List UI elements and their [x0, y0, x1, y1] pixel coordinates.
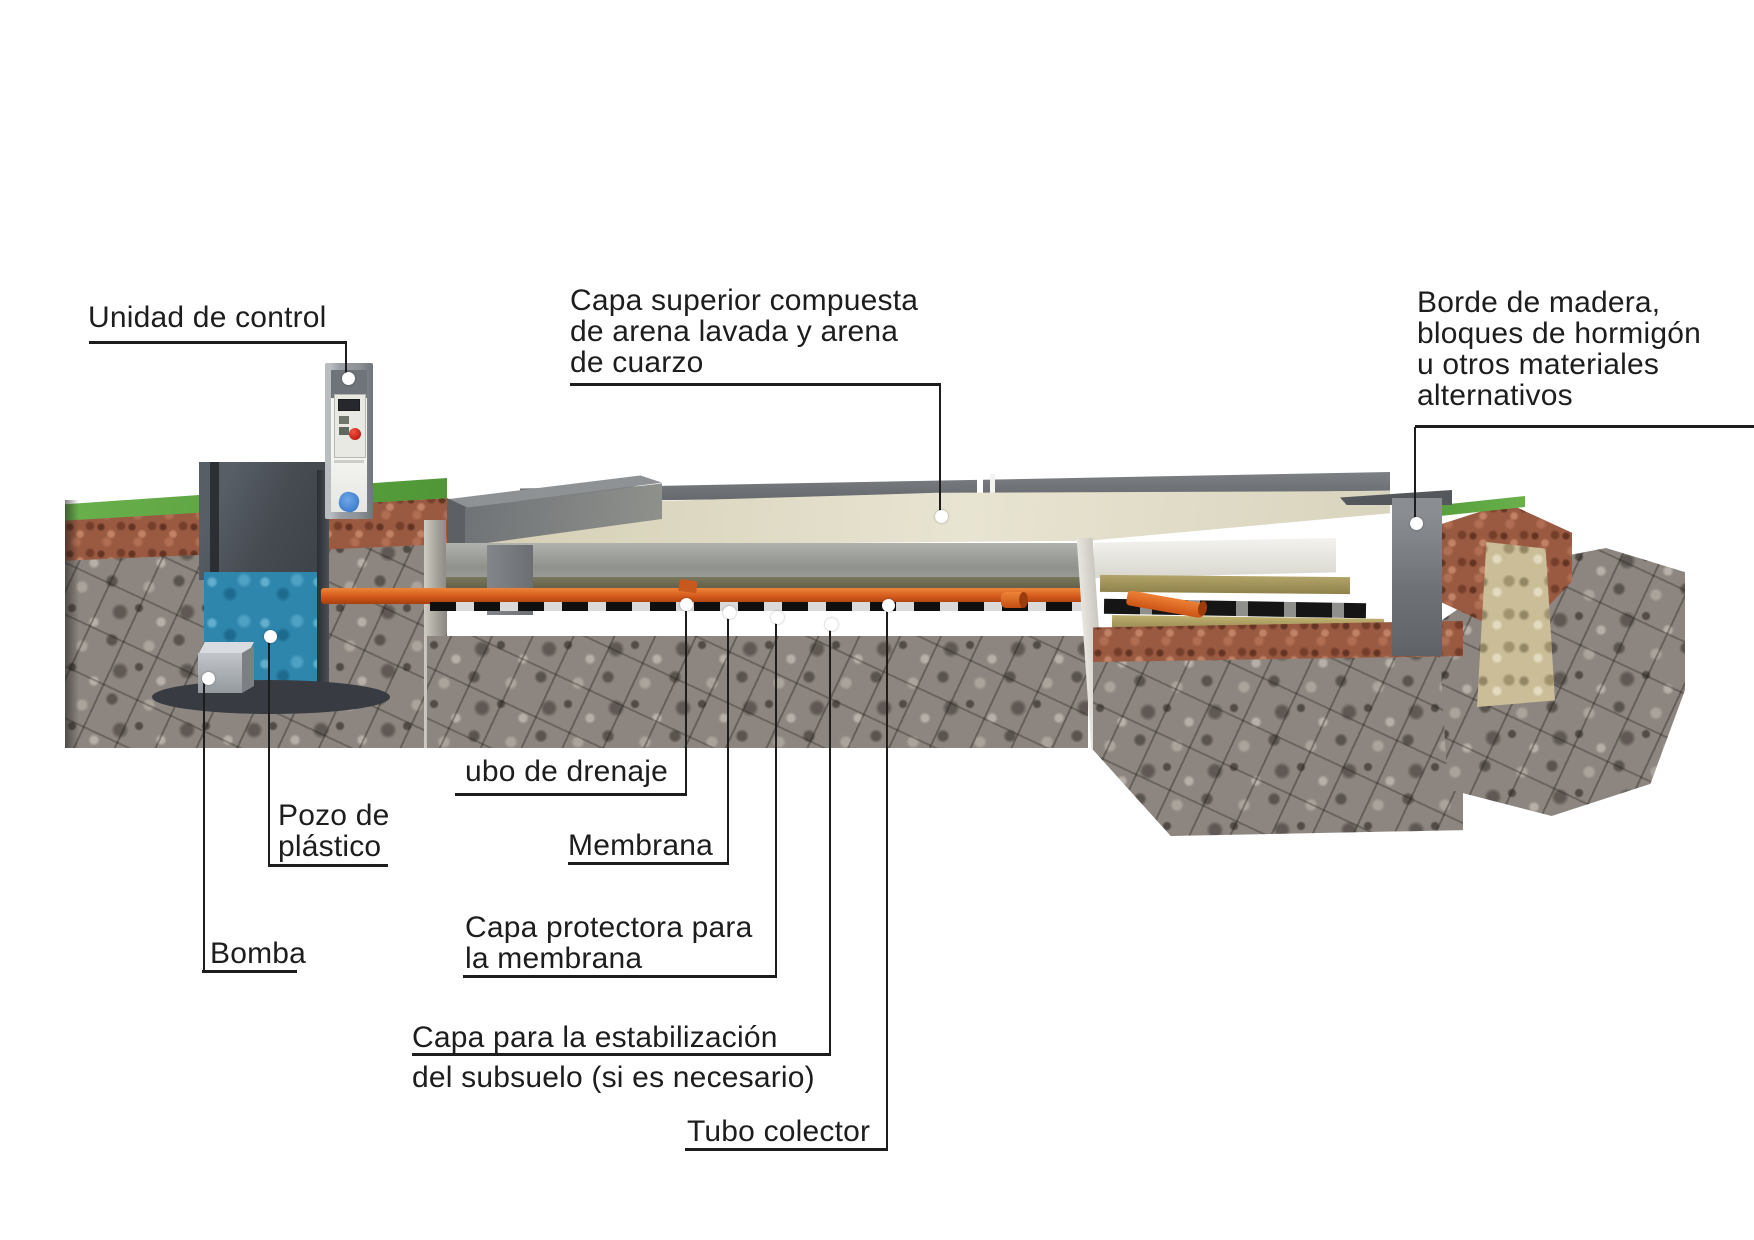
- label-tubo-de-drenaje: ubo de drenaje: [465, 755, 668, 788]
- leader-line-membrana: [727, 617, 729, 864]
- pump-unit-top: [198, 642, 254, 655]
- marker-dot-capa-superior: [935, 510, 948, 523]
- leader-line-capa-protectora: [775, 622, 777, 977]
- control-unit-display: [338, 399, 360, 411]
- label-tubo-colector: Tubo colector: [687, 1115, 871, 1148]
- drainage-pipe: [321, 588, 1087, 604]
- curb-joint-gap: [977, 474, 983, 500]
- rubble-column-right: [1477, 542, 1555, 707]
- emergency-stop-button: [349, 428, 361, 440]
- block-edge-shading: [65, 500, 79, 748]
- marker-dot-unidad-control: [342, 372, 355, 385]
- leader-underline-membrana: [568, 862, 729, 865]
- marker-dot-pozo-plastico: [264, 630, 277, 643]
- drainage-pipe-junction: [678, 578, 698, 594]
- label-borde-de-madera: Borde de madera, bloques de hormigón u o…: [1417, 286, 1701, 412]
- label-capa-protectora: Capa protectora para la membrana: [465, 911, 753, 975]
- leader-underline-bomba: [202, 970, 297, 973]
- control-unit-panel: [334, 394, 366, 458]
- label-membrana: Membrana: [568, 829, 713, 862]
- leader-line-tubo-drenaje: [685, 609, 687, 795]
- leader-underline-tubo-colector: [685, 1148, 888, 1151]
- leader-line-borde-madera: [1414, 427, 1416, 518]
- marker-dot-borde-madera: [1410, 517, 1423, 530]
- leader-underline-borde-madera: [1415, 425, 1754, 428]
- leader-line-capa-superior: [939, 385, 941, 511]
- leader-line-bomba: [203, 683, 205, 972]
- subsoil-block-right: [1093, 640, 1463, 836]
- label-bomba: Bomba: [210, 937, 307, 970]
- pump-unit-side: [242, 646, 254, 693]
- leader-underline-unidad-control: [89, 341, 347, 344]
- collector-pipe-end-cap: [1019, 592, 1028, 608]
- lifted-layer-slab: [1094, 538, 1336, 578]
- leader-underline-pozo-plastico: [268, 864, 388, 867]
- marker-dot-capa-estabilizacion: [825, 618, 838, 631]
- marker-dot-tubo-colector: [882, 599, 895, 612]
- well-bottom-shadow: [152, 680, 390, 714]
- leader-line-tubo-colector: [886, 610, 888, 1150]
- leader-line-capa-estabilizacion: [829, 629, 831, 1055]
- stabilization-gravel-layer: [427, 610, 1088, 638]
- leader-line-unidad-control: [345, 343, 347, 373]
- sand-layer-cross-section: [446, 543, 1088, 578]
- label-capa-estabilizacion-line2: del subsuelo (si es necesario): [412, 1061, 815, 1094]
- leader-underline-tubo-drenaje: [455, 793, 687, 796]
- well-wall-right-edge: [317, 470, 329, 692]
- curb-joint-gap: [990, 474, 995, 500]
- leader-underline-capa-protectora: [463, 975, 777, 978]
- concrete-curb-left-front: [447, 498, 467, 550]
- marker-dot-tubo-drenaje: [680, 598, 693, 611]
- control-unit-divider: [334, 460, 364, 463]
- leader-underline-capa-superior: [570, 383, 941, 386]
- protective-layer-band: [446, 577, 1088, 591]
- control-unit-button: [339, 427, 349, 435]
- marker-dot-membrana: [723, 606, 736, 619]
- label-capa-estabilizacion-line1: Capa para la estabilización: [412, 1021, 778, 1054]
- label-capa-superior: Capa superior compuesta de arena lavada …: [570, 284, 919, 379]
- marker-dot-bomba: [202, 672, 215, 685]
- control-unit-button: [339, 416, 349, 424]
- subsoil-block-center: [427, 636, 1088, 748]
- plastic-well-wall: [199, 462, 329, 580]
- leader-line-pozo-plastico: [268, 641, 270, 866]
- leader-underline-capa-estabilizacion: [412, 1053, 831, 1056]
- label-unidad-de-control: Unidad de control: [88, 301, 327, 334]
- marker-dot-capa-protectora: [771, 611, 784, 624]
- membrane-dashed-layer: [430, 602, 1087, 611]
- label-pozo-de-plastico: Pozo de plástico: [278, 799, 390, 863]
